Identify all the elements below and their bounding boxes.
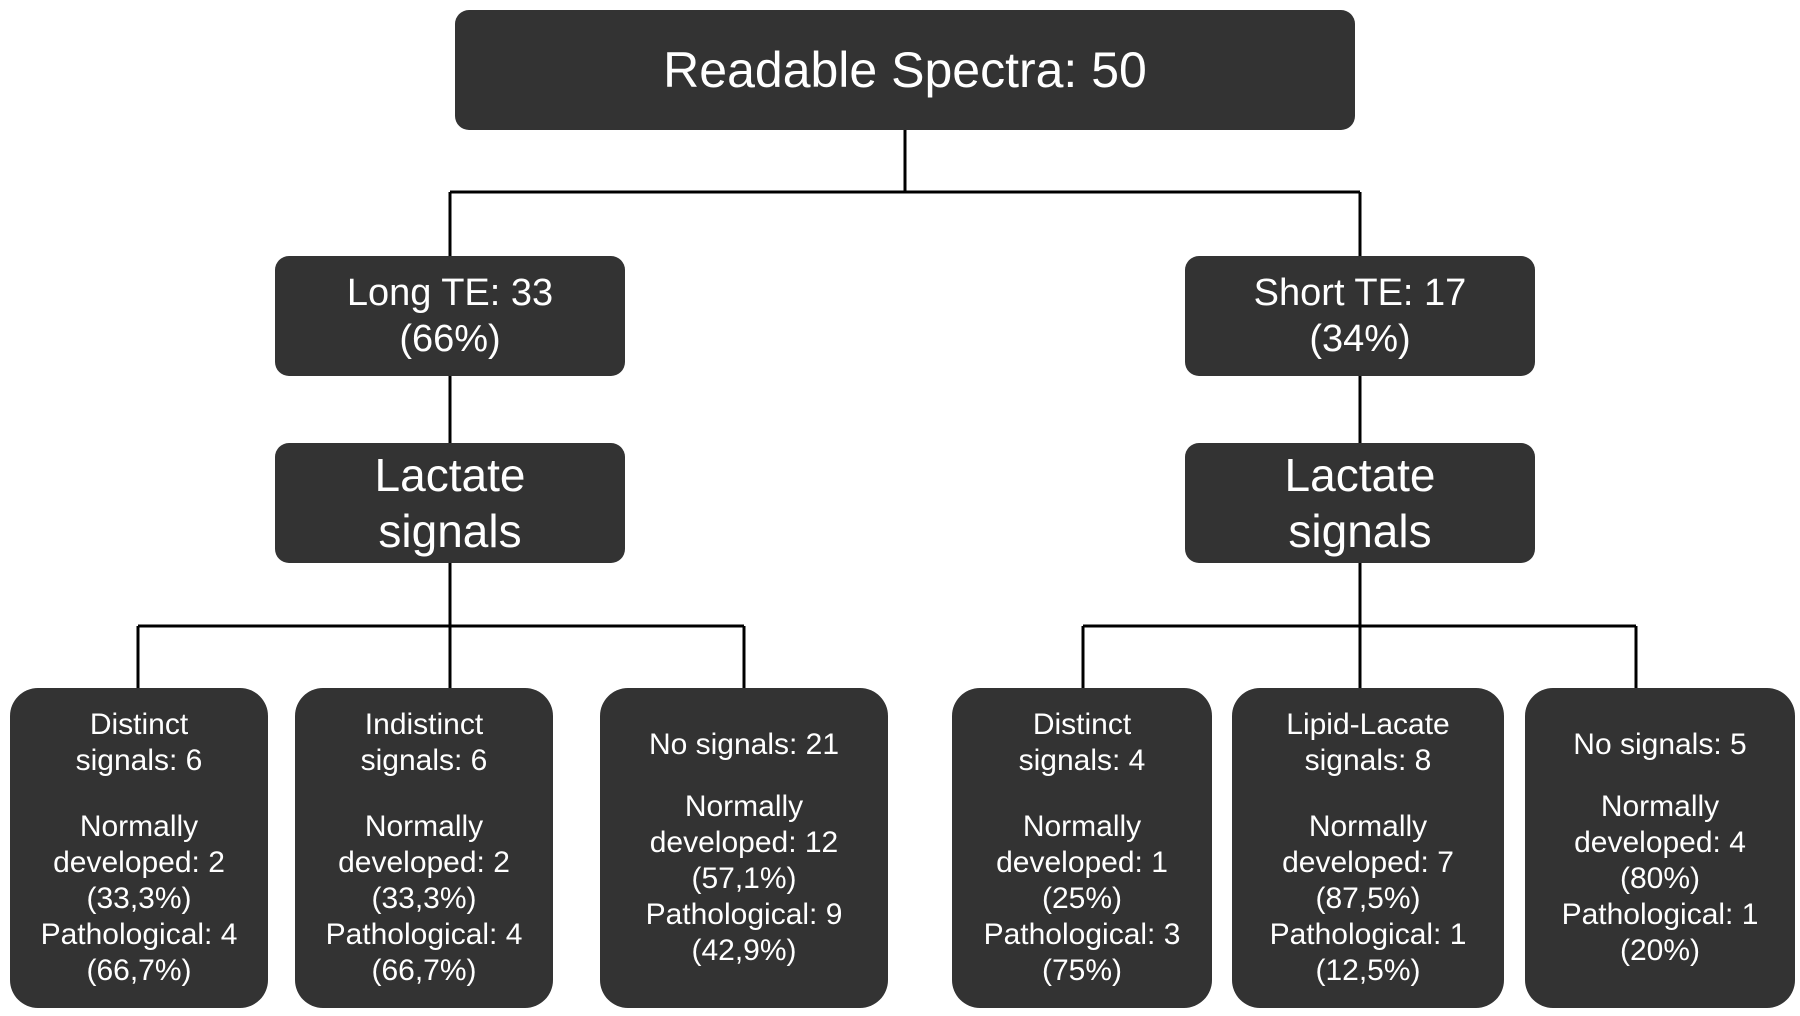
long-te-percent: (66%) [399, 318, 501, 360]
leaf-short-no-signals: No signals: 5 Normally developed: 4 (80%… [1525, 688, 1795, 1008]
leaf-normal-percent: (33,3%) [86, 882, 192, 915]
leaf-pathological-percent: (75%) [1041, 954, 1123, 987]
leaf-short-distinct: Distinct signals: 4 Normally developed: … [952, 688, 1212, 1008]
leaf-long-no-signals: No signals: 21 Normally developed: 12 (5… [600, 688, 888, 1008]
leaf-title: signals: 6 [360, 744, 488, 777]
leaf-normal-label: Normally [1600, 790, 1720, 823]
leaf-normal-count: developed: 4 [1574, 826, 1746, 859]
leaf-normal-count: developed: 1 [996, 846, 1168, 879]
leaf-normal-label: Normally [1022, 810, 1142, 843]
leaf-title: signals: 4 [1018, 744, 1146, 777]
leaf-long-indistinct: Indistinct signals: 6 Normally developed… [295, 688, 553, 1008]
leaf-pathological-count: Pathological: 1 [1561, 898, 1759, 931]
leaf-normal-percent: (57,1%) [691, 862, 797, 895]
long-te-node: Long TE: 33 (66%) [275, 256, 625, 376]
leaf-pathological-percent: (20%) [1619, 934, 1701, 967]
leaf-title: No signals: 21 [648, 728, 840, 761]
leaf-title: signals: 8 [1304, 744, 1432, 777]
root-node: Readable Spectra: 50 [455, 10, 1355, 130]
short-te-node: Short TE: 17 (34%) [1185, 256, 1535, 376]
leaf-normal-percent: (33,3%) [371, 882, 477, 915]
leaf-normal-count: developed: 7 [1282, 846, 1454, 879]
lactate-label-line1: Lactate [374, 449, 526, 501]
leaf-normal-percent: (25%) [1041, 882, 1123, 915]
leaf-normal-count: developed: 2 [338, 846, 510, 879]
leaf-pathological-count: Pathological: 9 [645, 898, 843, 931]
leaf-title: Indistinct [364, 708, 484, 741]
leaf-pathological-percent: (12,5%) [1315, 954, 1421, 987]
leaf-normal-count: developed: 12 [649, 826, 839, 859]
leaf-normal-percent: (80%) [1619, 862, 1701, 895]
short-te-label: Short TE: 17 [1253, 272, 1467, 314]
short-te-lactate-node: Lactate signals [1185, 443, 1535, 563]
leaf-pathological-percent: (42,9%) [691, 934, 797, 967]
leaf-pathological-count: Pathological: 3 [983, 918, 1181, 951]
leaf-normal-label: Normally [364, 810, 484, 843]
leaf-normal-label: Normally [1308, 810, 1428, 843]
short-te-percent: (34%) [1309, 318, 1411, 360]
leaf-normal-label: Normally [684, 790, 804, 823]
leaf-title: No signals: 5 [1573, 728, 1747, 761]
leaf-short-lipid-lactate: Lipid-Lacate signals: 8 Normally develop… [1232, 688, 1504, 1008]
long-te-lactate-node: Lactate signals [275, 443, 625, 563]
lactate-label-line2: signals [378, 505, 522, 557]
leaf-title: signals: 6 [75, 744, 203, 777]
leaf-pathological-percent: (66,7%) [371, 954, 477, 987]
root-label: Readable Spectra: 50 [663, 42, 1147, 98]
leaf-long-distinct: Distinct signals: 6 Normally developed: … [10, 688, 268, 1008]
leaf-title: Lipid-Lacate [1286, 708, 1450, 741]
leaf-title: Distinct [89, 708, 189, 741]
leaf-normal-percent: (87,5%) [1315, 882, 1421, 915]
leaf-pathological-count: Pathological: 4 [325, 918, 523, 951]
lactate-label-line2: signals [1288, 505, 1432, 557]
leaf-pathological-count: Pathological: 4 [40, 918, 238, 951]
leaf-normal-count: developed: 2 [53, 846, 225, 879]
leaf-title: Distinct [1032, 708, 1132, 741]
leaf-pathological-count: Pathological: 1 [1269, 918, 1467, 951]
leaf-pathological-percent: (66,7%) [86, 954, 192, 987]
leaf-normal-label: Normally [79, 810, 199, 843]
long-te-label: Long TE: 33 [346, 272, 554, 314]
lactate-label-line1: Lactate [1284, 449, 1436, 501]
